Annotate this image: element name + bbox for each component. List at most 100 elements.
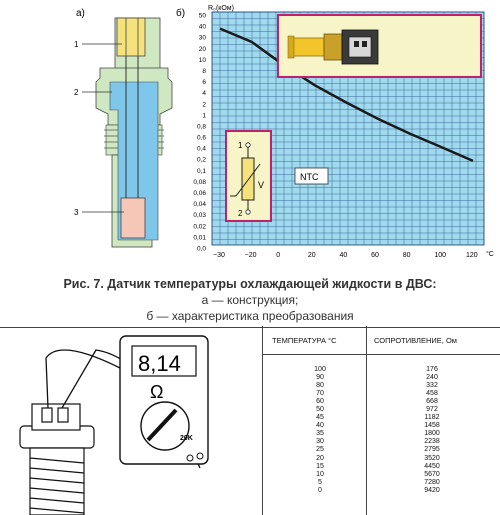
table-cell-resistance: 240 (426, 374, 438, 382)
y-tick-label: 0,03 (193, 212, 206, 219)
caption-line-b: б — характеристика преобразования (146, 309, 354, 323)
pin-label-2: 2 (238, 209, 243, 218)
multimeter-illustration: 8,14 Ω 20K (0, 328, 262, 515)
x-tick-label: 120 (466, 252, 478, 259)
table-cell-resistance: 4450 (424, 462, 440, 470)
header-temperature: ТЕМПЕРАТУРА °C (272, 336, 337, 345)
y-tick-label: 0,06 (193, 190, 206, 197)
y-axis-label: R₀(кОм) (208, 5, 234, 12)
y-tick-label: 10 (199, 57, 207, 64)
section-divider (0, 327, 500, 328)
table-cell-temperature: 35 (316, 430, 324, 438)
callout-1: 1 (74, 40, 79, 49)
x-tick-label: 0 (276, 252, 280, 259)
table-divider-mid (366, 326, 367, 515)
table-cell-temperature: 80 (316, 382, 324, 390)
thermistor-element (120, 197, 146, 239)
caption-line-a: а — конструкция; (201, 293, 299, 307)
table-cell-temperature: 25 (316, 446, 324, 454)
symbol-v: V (258, 180, 264, 190)
table-cell-resistance: 5670 (424, 470, 440, 478)
table-cell-resistance: 9420 (424, 486, 440, 494)
table-cell-temperature: 50 (316, 406, 324, 414)
caption-title: Рис. 7. Датчик температуры охлаждающей ж… (63, 277, 437, 291)
table-cell-temperature: 30 (316, 438, 324, 446)
table-cell-resistance: 1800 (424, 430, 440, 438)
multimeter-display (131, 345, 197, 377)
table-cell-temperature: 20 (316, 454, 324, 462)
thermistor-symbol-inset: 1 2 V (225, 130, 272, 222)
table-cell-resistance: 458 (426, 390, 438, 398)
ntc-label: NTC (300, 172, 319, 182)
table-cell-resistance: 3520 (424, 454, 440, 462)
x-tick-label: 80 (403, 252, 411, 259)
x-axis-unit: °C (486, 250, 494, 258)
table-header-rule (262, 354, 500, 355)
y-tick-label: 2 (202, 101, 206, 108)
sensor-construction-diagram: а) 1 2 3 (74, 8, 173, 248)
table-cell-temperature: 0 (318, 486, 322, 494)
y-tick-label: 0,0 (197, 246, 206, 253)
table-cell-resistance: 332 (426, 382, 438, 390)
table-cell-temperature: 70 (316, 390, 324, 398)
ntc-characteristic-chart: б) R₀(кОм) 5040302010864210,80,60,40,20,… (176, 5, 494, 259)
table-cell-temperature: 60 (316, 398, 324, 406)
y-tick-label: 40 (199, 24, 207, 31)
y-tick-labels: 5040302010864210,80,60,40,20,10,080,060,… (193, 13, 206, 253)
sensor-thread-illustration (19, 403, 95, 515)
callout-3: 3 (74, 208, 79, 217)
table-cell-resistance: 7280 (424, 478, 440, 486)
y-tick-label: 0,02 (193, 223, 206, 230)
x-tick-label: 20 (308, 252, 316, 259)
ntc-label-box (294, 167, 329, 185)
callout-2: 2 (74, 88, 79, 97)
x-tick-label: −30 (213, 252, 225, 259)
table-cell-resistance: 1182 (424, 414, 440, 422)
header-resistance: СОПРОТИВЛЕНИЕ, Ом (374, 336, 457, 345)
figure-caption: Рис. 7. Датчик температуры охлаждающей ж… (0, 276, 500, 324)
table-cell-resistance: 2238 (424, 438, 440, 446)
panel-label-b: б) (176, 7, 185, 19)
x-tick-label: 100 (434, 252, 446, 259)
y-tick-label: 0,04 (193, 201, 206, 208)
jack-com[interactable] (186, 454, 194, 462)
y-tick-label: 0,1 (197, 168, 206, 175)
multimeter-unit: Ω (150, 382, 163, 402)
y-tick-label: 50 (199, 13, 207, 20)
table-cell-resistance: 176 (426, 366, 438, 373)
table-cell-temperature: 90 (316, 374, 324, 382)
table-cell-resistance: 1458 (424, 422, 440, 430)
multimeter-range: 20K (180, 435, 193, 442)
probe-lead-1 (45, 349, 191, 459)
y-tick-label: 0,2 (197, 157, 206, 164)
table-cell-temperature: 5 (318, 478, 322, 486)
table-cell-resistance: 972 (426, 406, 438, 414)
table-cell-resistance: 668 (426, 398, 438, 406)
y-tick-label: 0,08 (193, 179, 206, 186)
y-tick-label: 20 (199, 46, 207, 53)
jack-v[interactable] (196, 452, 204, 460)
x-tick-label: 60 (371, 252, 379, 259)
multimeter-reading: 8,14 (138, 351, 181, 376)
table-divider-left (262, 326, 263, 515)
y-tick-label: 1 (202, 112, 206, 119)
table-cell-temperature: 40 (316, 422, 324, 430)
x-tick-label: 40 (340, 252, 348, 259)
y-tick-label: 0,6 (197, 135, 206, 142)
y-tick-label: 0,8 (197, 123, 206, 130)
y-tick-label: 4 (202, 90, 206, 97)
table-cell-temperature: 100 (314, 366, 326, 373)
pin-label-1: 1 (238, 141, 243, 150)
table-cell-temperature: 10 (316, 470, 324, 478)
table-cell-temperature: 15 (316, 462, 324, 470)
range-dial[interactable] (140, 401, 190, 451)
ntc-curve (219, 27, 474, 163)
y-tick-label: 0,01 (193, 234, 206, 241)
panel-label-a: а) (76, 8, 85, 19)
y-tick-label: 6 (202, 79, 206, 86)
y-tick-label: 8 (202, 68, 206, 75)
